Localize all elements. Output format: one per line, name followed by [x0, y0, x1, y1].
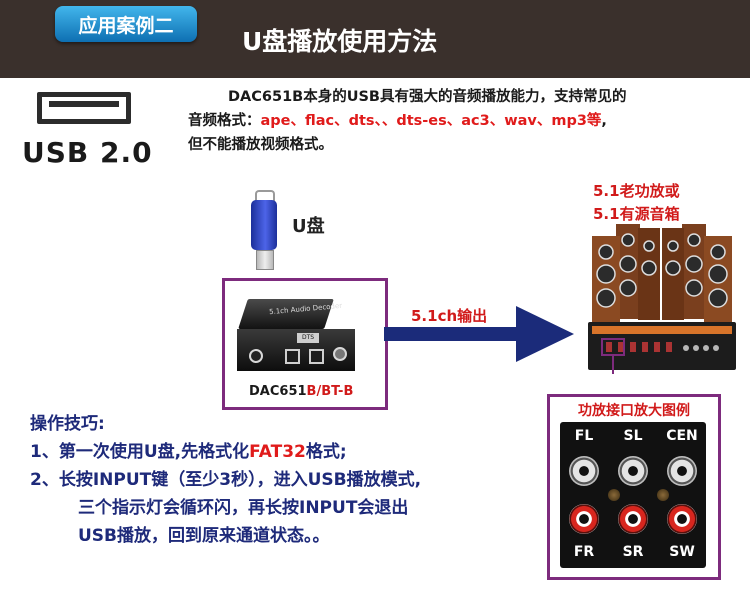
decoder-model-variant: B/BT-B [306, 384, 354, 399]
intro-format-suffix: , [601, 113, 607, 129]
intro-text: DAC651B本身的USB具有强大的音频播放能力，支持常见的 音频格式：ape、… [188, 85, 736, 157]
intro-format-list: ape、flac、dts、、dts-es、ac3、wav、mp3等 [260, 113, 602, 129]
red-rca-jack-icon [667, 504, 697, 534]
usb-label: USB 2.0 [22, 136, 153, 169]
tips-step-2-line-2: 三个指示灯会循环闪，再长按INPUT会退出 [78, 498, 409, 518]
tips-step-1-suffix: 格式; [305, 442, 347, 462]
jack-plate: FL SL CEN FR SR SW [560, 422, 706, 568]
header-bar: 应用案例二 U盘播放使用方法 [0, 0, 750, 78]
intro-line-2: 音频格式：ape、flac、dts、、dts-es、ac3、wav、mp3等, [188, 109, 736, 133]
output-label: 5.1ch输出 [411, 307, 488, 325]
output-arrow-icon [384, 306, 574, 362]
white-rca-jack-icon [667, 456, 697, 486]
intro-line-3: 但不能播放视频格式。 [188, 137, 333, 153]
tips-step-1: 1、第一次使用U盘,先格式化FAT32格式; [30, 438, 421, 466]
screw-icon [608, 489, 620, 501]
tips-step-1-prefix: 1、第一次使用U盘,先格式化 [30, 442, 250, 462]
white-rca-jack-icon [618, 456, 648, 486]
usb-drive-icon [248, 190, 282, 276]
tips-section: 操作技巧: 1、第一次使用U盘,先格式化FAT32格式; 2、长按INPUT键（… [30, 410, 421, 550]
channel-label-fr: FR [573, 544, 595, 560]
speaker-label-line-2: 5.1有源音箱 [593, 205, 680, 223]
channel-label-sl: SL [623, 428, 643, 444]
usb-drive-label: U盘 [292, 216, 325, 237]
speakers-and-amplifier-icon [588, 224, 736, 374]
red-rca-jack-icon [618, 504, 648, 534]
decoder-product-frame: 5.1ch Audio Decoder DTS DAC651B/BT-B [222, 278, 388, 410]
intro-format-prefix: 音频格式： [188, 113, 261, 129]
intro-line-1: DAC651B本身的USB具有强大的音频播放能力，支持常见的 [228, 89, 627, 105]
decoder-model-label: DAC651B/BT-B [249, 384, 353, 399]
optical-port-icon [285, 349, 300, 364]
screw-icon [657, 489, 669, 501]
case-tab: 应用案例二 [55, 6, 197, 42]
usb-port-icon [37, 92, 131, 124]
port-closeup-panel: 功放接口放大图例 FL SL CEN FR SR SW [547, 394, 721, 580]
tips-step-1-highlight: FAT32 [249, 442, 306, 462]
port-closeup-title: 功放接口放大图例 [578, 403, 690, 419]
decoder-model-name: DAC651 [249, 384, 307, 399]
channel-label-fl: FL [574, 428, 594, 444]
speaker-label-line-1: 5.1老功放或 [593, 182, 680, 200]
tips-heading: 操作技巧: [30, 414, 105, 434]
channel-label-sw: SW [669, 544, 695, 560]
tips-step-2-line-1: 2、长按INPUT键（至少3秒），进入USB播放模式, [30, 470, 422, 490]
page-title: U盘播放使用方法 [242, 27, 438, 56]
speaker-label: 5.1老功放或 5.1有源音箱 [593, 180, 680, 226]
red-rca-jack-icon [569, 504, 599, 534]
white-rca-jack-icon [569, 456, 599, 486]
power-port-icon [249, 349, 263, 363]
tips-step-2-line-3: USB播放，回到原来通道状态。。 [78, 526, 330, 546]
channel-label-sr: SR [622, 544, 644, 560]
coax-port-icon [333, 347, 347, 361]
decoder-badge: DTS [297, 333, 319, 343]
channel-label-cen: CEN [666, 428, 698, 444]
optical-port-icon [309, 349, 324, 364]
